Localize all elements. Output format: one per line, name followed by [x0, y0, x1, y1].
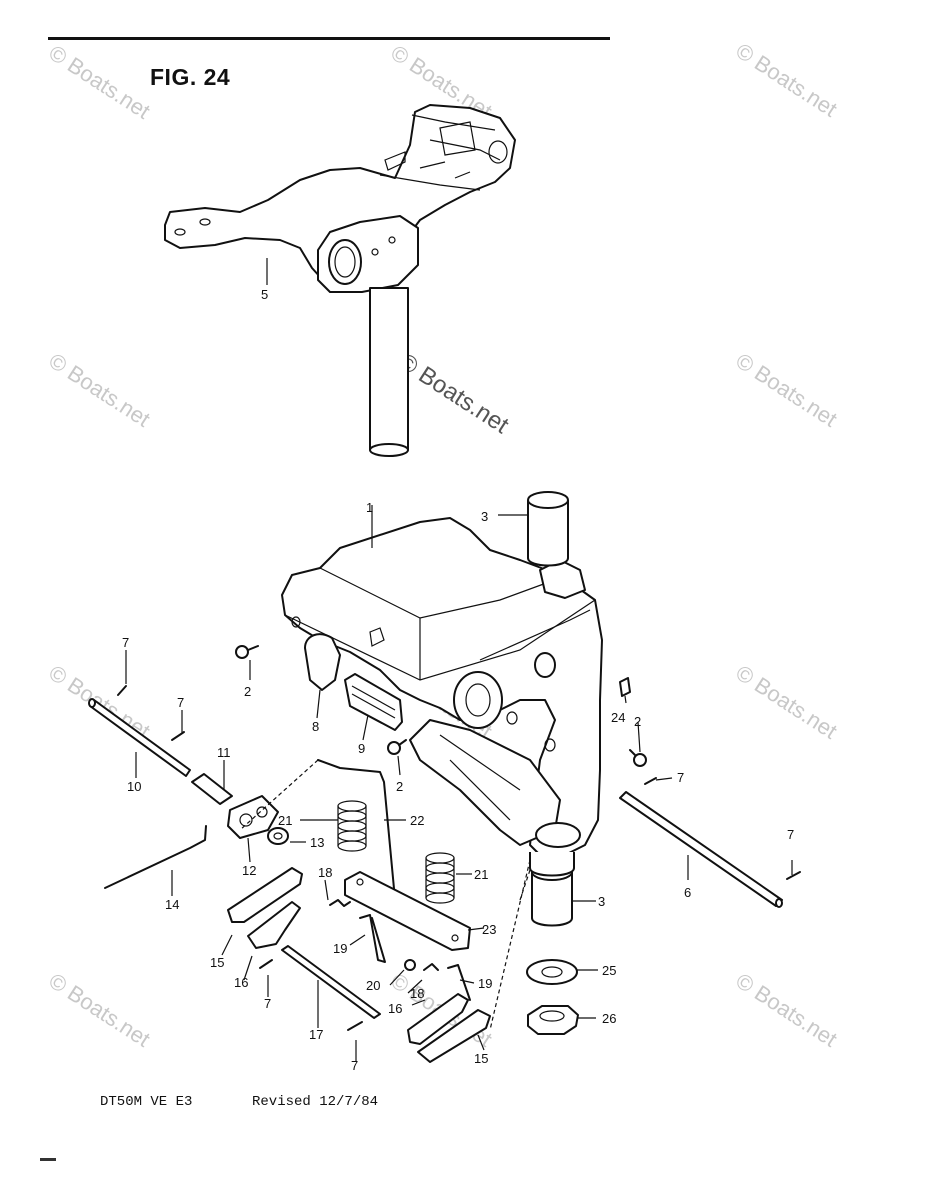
part-26-nut	[527, 1005, 579, 1035]
part-3-bushing-upper	[527, 491, 569, 567]
part-16-lever	[407, 993, 469, 1045]
part-21-spring	[337, 800, 367, 852]
callout-20: 20	[366, 978, 380, 993]
part-1-swivel-bracket	[281, 517, 603, 856]
callout-6: 6	[684, 885, 691, 900]
callout-21: 21	[474, 867, 488, 882]
part-16-lever	[247, 901, 301, 949]
callout-7: 7	[351, 1058, 358, 1073]
callout-10: 10	[127, 779, 141, 794]
callout-22: 22	[410, 813, 424, 828]
callout-16: 16	[234, 975, 248, 990]
callout-2: 2	[396, 779, 403, 794]
callout-7: 7	[264, 996, 271, 1011]
part-3-bushing-lower	[529, 852, 575, 927]
callout-23: 23	[482, 922, 496, 937]
callout-9: 9	[358, 741, 365, 756]
callout-18: 18	[318, 865, 332, 880]
part-22-link	[317, 759, 397, 911]
callout-24: 24	[611, 710, 625, 725]
callout-11: 11	[217, 745, 231, 760]
callout-8: 8	[312, 719, 319, 734]
callout-16: 16	[388, 1001, 402, 1016]
callout-7: 7	[677, 770, 684, 785]
callout-19: 19	[478, 976, 492, 991]
part-7-pin	[117, 685, 127, 696]
part-18-spring	[329, 899, 351, 907]
callout-14: 14	[165, 897, 179, 912]
part-11-collar	[191, 773, 233, 805]
figure-title: FIG. 24	[150, 64, 231, 90]
callout-15: 15	[474, 1051, 488, 1066]
part-15-lever	[417, 1009, 491, 1063]
part-5-steering-bracket	[164, 104, 516, 457]
footer-model: DT50M VE E3	[100, 1094, 193, 1110]
part-2-grease-nipple	[235, 645, 259, 659]
part-8-bushing	[304, 633, 341, 691]
callout-21: 21	[278, 813, 292, 828]
callout-7: 7	[177, 695, 184, 710]
callout-15: 15	[210, 955, 224, 970]
part-7-pin	[644, 777, 657, 785]
callout-3: 3	[598, 894, 605, 909]
callout-2: 2	[634, 714, 641, 729]
part-10-rod	[88, 698, 191, 777]
part-25-washer	[526, 959, 578, 985]
part-24-cap	[619, 677, 631, 697]
leader-lines	[125, 258, 793, 1062]
scan-mark	[40, 1158, 56, 1161]
part-15-lever	[227, 867, 303, 923]
callout-7: 7	[122, 635, 129, 650]
part-2-grease-nipple	[629, 749, 647, 767]
callout-5: 5	[261, 287, 268, 302]
callout-18: 18	[410, 986, 424, 1001]
callout-12: 12	[242, 863, 256, 878]
callout-19: 19	[333, 941, 347, 956]
part-7-pin	[347, 1021, 363, 1031]
callout-7: 7	[787, 827, 794, 842]
part-2-grease-nipple	[387, 739, 407, 755]
callout-13: 13	[310, 835, 324, 850]
part-18-spring	[423, 963, 439, 971]
top-rule	[48, 37, 610, 40]
callout-2: 2	[244, 684, 251, 699]
part-13-washer	[267, 827, 289, 845]
part-20-washer	[404, 959, 416, 971]
part-23-plate	[344, 871, 471, 951]
part-9-plate	[344, 673, 403, 731]
part-7-pin	[259, 959, 273, 969]
part-7-pin	[786, 871, 801, 880]
callout-3: 3	[481, 509, 488, 524]
part-14-rod	[104, 825, 207, 889]
callout-26: 26	[602, 1011, 616, 1026]
footer-revision: Revised 12/7/84	[252, 1094, 379, 1110]
part-19-spring	[359, 914, 386, 963]
part-21-spring	[425, 852, 455, 904]
part-17-rod	[281, 945, 381, 1019]
callout-17: 17	[309, 1027, 323, 1042]
callout-1: 1	[366, 500, 373, 515]
part-6-rod	[619, 791, 783, 908]
callout-25: 25	[602, 963, 616, 978]
part-19-spring	[447, 964, 471, 1001]
